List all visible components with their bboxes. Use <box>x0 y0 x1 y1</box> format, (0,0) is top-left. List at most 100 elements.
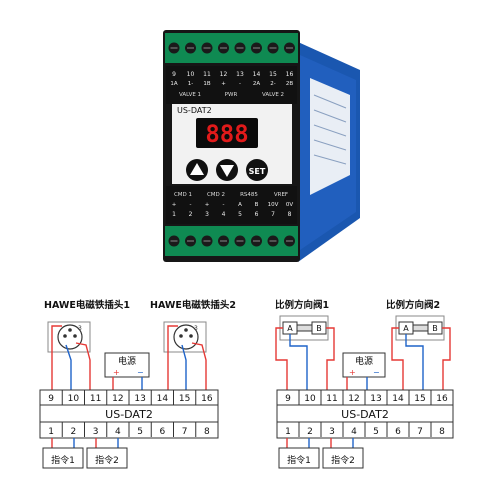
power-label-right: 电源 <box>355 355 373 367</box>
terminal-number: 9 <box>285 394 291 404</box>
terminal-number: 1 <box>48 427 54 437</box>
triangle-down-icon <box>220 165 234 177</box>
valve-2-coil-b: B <box>432 324 438 333</box>
command-2-box-right <box>322 447 364 469</box>
top-terminal-sub: 2A <box>253 81 260 87</box>
top-terminal-number: 16 <box>286 71 294 78</box>
bottom-terminal-number: 6 <box>255 211 259 218</box>
bottom-terminal-sub: + <box>205 202 210 208</box>
power-label: 电源 <box>118 355 136 367</box>
bottom-terminal-number: 8 <box>288 211 292 218</box>
terminal-number: 4 <box>115 427 121 437</box>
display-digits: 888 <box>205 120 248 148</box>
bottom-terminal-sub: 0V <box>286 202 293 208</box>
top-terminal-sub: - <box>239 81 241 87</box>
power-supply-box-right <box>342 352 386 378</box>
power-supply-box <box>104 352 150 378</box>
top-terminal-number: 11 <box>203 71 211 78</box>
top-terminal-number: 14 <box>253 71 261 78</box>
terminal-number: 7 <box>182 427 188 437</box>
terminal-number: 6 <box>160 427 166 437</box>
model-label: US-DAT2 <box>177 106 212 115</box>
module-name-left: US-DAT2 <box>105 408 153 421</box>
terminal-number: 15 <box>414 394 425 404</box>
bottom-terminal-number: 7 <box>271 211 275 218</box>
bottom-terminal-sub: + <box>172 202 177 208</box>
terminal-number: 2 <box>71 427 77 437</box>
bottom-terminal-number: 2 <box>189 211 193 218</box>
terminal-number: 12 <box>112 394 123 404</box>
down-button[interactable] <box>216 159 238 181</box>
bottom-group-label: RS485 <box>240 192 258 198</box>
terminal-number: 16 <box>436 394 448 404</box>
wiring-diagram-hawe: HAWE电磁铁插头1 HAWE电磁铁插头2 3 3 电源 + − <box>39 299 236 469</box>
terminal-number: 7 <box>417 427 423 437</box>
command-1-box-right <box>278 447 320 469</box>
terminal-number: 13 <box>370 394 381 404</box>
top-terminal-number: 15 <box>269 71 277 78</box>
svg-text:−: − <box>137 368 144 377</box>
svg-text:+: + <box>349 368 356 377</box>
terminal-number: 3 <box>93 427 99 437</box>
bottom-terminal-sub: A <box>238 202 242 208</box>
top-terminal-sub: 1B <box>203 81 210 87</box>
terminal-number: 12 <box>348 394 359 404</box>
top-terminal-number: 10 <box>187 71 195 78</box>
command-1-label-right: 指令1 <box>287 454 311 466</box>
bottom-terminal-number: 3 <box>205 211 209 218</box>
valve-2-title: 比例方向阀2 <box>386 299 440 311</box>
command-2-box <box>86 447 128 469</box>
set-button[interactable]: SET <box>246 159 268 181</box>
top-group-label: VALVE 2 <box>262 92 284 98</box>
terminal-number: 6 <box>395 427 401 437</box>
hawe-plug-2-title: HAWE电磁铁插头2 <box>150 299 236 311</box>
led-display <box>196 118 258 148</box>
command-2-label-right: 指令2 <box>331 454 355 466</box>
terminal-number: 5 <box>137 427 143 437</box>
top-terminal-sub: + <box>221 81 226 87</box>
svg-text:3: 3 <box>194 325 198 332</box>
terminal-number: 14 <box>157 394 169 404</box>
valve-2-coil-a: A <box>403 324 409 333</box>
terminal-number: 8 <box>439 427 445 437</box>
top-terminal-sub: 1A <box>170 81 177 87</box>
terminal-number: 10 <box>68 394 80 404</box>
command-1-box <box>42 447 84 469</box>
terminal-number: 8 <box>204 427 210 437</box>
bottom-terminal-sub: B <box>255 202 259 208</box>
svg-text:−: − <box>373 368 380 377</box>
valve-1-icon: A B <box>279 315 329 341</box>
terminal-number: 13 <box>134 394 145 404</box>
wiring-diagram-proportional: 比例方向阀1 比例方向阀2 A B A B 电源 + <box>275 299 454 469</box>
top-terminal-sub: 2- <box>270 81 275 87</box>
up-button[interactable] <box>186 159 208 181</box>
top-terminal-sub: 2B <box>286 81 293 87</box>
terminal-number: 11 <box>90 394 101 404</box>
module-name-right: US-DAT2 <box>341 408 389 421</box>
valve-1-coil-b: B <box>316 324 322 333</box>
valve-1-coil-a: A <box>287 324 293 333</box>
bottom-group-label: VREF <box>274 192 288 198</box>
bottom-terminal-sub: 10V <box>268 202 279 208</box>
top-terminal-number: 13 <box>236 71 244 78</box>
top-terminal-number: 9 <box>172 71 176 78</box>
hawe-plug-1-title: HAWE电磁铁插头1 <box>44 299 130 311</box>
top-terminal-number: 12 <box>220 71 228 78</box>
set-label: SET <box>249 167 266 176</box>
top-group-label: VALVE 1 <box>179 92 201 98</box>
svg-text:3: 3 <box>78 325 82 332</box>
side-label <box>310 78 350 195</box>
terminal-number: 10 <box>304 394 316 404</box>
bottom-terminal-number: 1 <box>172 211 176 218</box>
terminal-number: 9 <box>48 394 54 404</box>
valve-2-icon: A B <box>395 315 445 341</box>
bottom-terminal-number: 4 <box>222 211 226 218</box>
terminal-number: 4 <box>351 427 357 437</box>
bottom-terminal-sub: - <box>223 202 225 208</box>
svg-text:+: + <box>113 368 120 377</box>
terminal-number: 16 <box>201 394 213 404</box>
terminal-number: 11 <box>326 394 337 404</box>
